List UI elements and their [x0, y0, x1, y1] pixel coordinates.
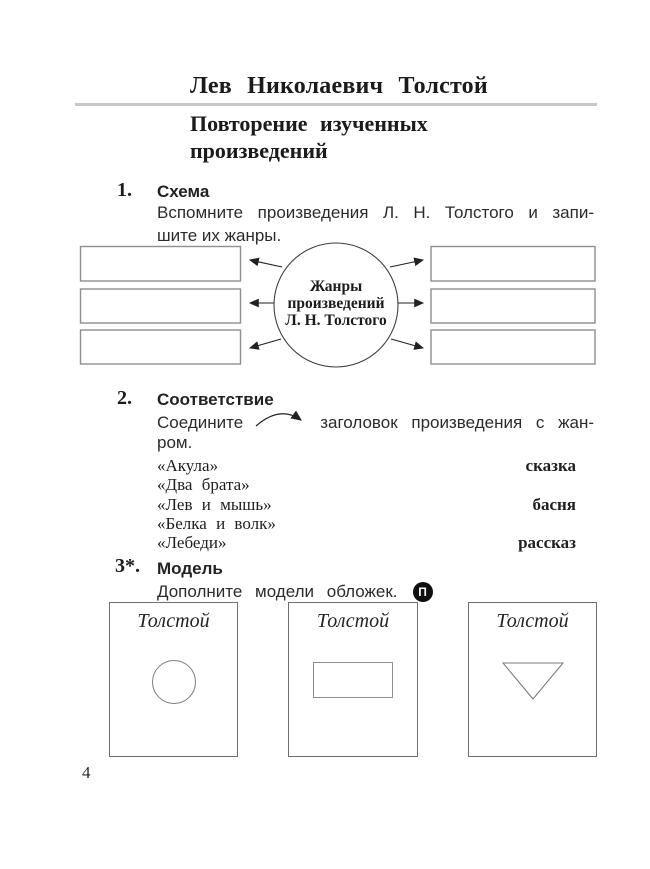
cover-author: Толстой — [316, 610, 390, 632]
diagram-center-text-line3: Л. Н. Толстого — [285, 312, 387, 329]
genre-label: сказка — [525, 456, 576, 475]
matching-list: «Акула» сказка «Два брата» «Лев и мышь» … — [157, 456, 576, 552]
task1-instruction-line1: Вспомните произведения Л. Н. Толстого и … — [157, 203, 594, 222]
list-item: «Лев и мышь» басня — [157, 495, 576, 514]
cover-shape-circle — [151, 660, 196, 704]
page-subtitle-line2: произведений — [190, 138, 328, 163]
task2-heading: Соответствие — [157, 390, 274, 409]
task3-heading: Модель — [157, 559, 223, 578]
book-cover-model-1: Толстой — [109, 602, 238, 757]
task3-number: 3*. — [115, 555, 140, 577]
task1-heading: Схема — [157, 182, 210, 201]
book-cover-model-3: Толстой — [468, 602, 597, 757]
genre-label: рассказ — [518, 533, 576, 553]
task2-instruction-line1: Соедините заголовок произведения с жан- — [157, 410, 594, 435]
diagram-arrow-right-top — [389, 257, 425, 268]
work-title: «Акула» — [157, 456, 219, 475]
diagram-center-text-line1: Жанры — [310, 278, 362, 295]
list-item: «Два брата» — [157, 475, 576, 494]
list-item: «Акула» сказка — [157, 456, 576, 475]
list-item: «Лебеди» рассказ — [157, 533, 576, 552]
page-subtitle: Повторение изученных произведений — [190, 110, 428, 164]
answer-box-right-3 — [430, 329, 596, 365]
genre-diagram: Жанры произведений Л. Н. Толстого — [79, 242, 596, 368]
page-subtitle-line1: Повторение изученных — [190, 111, 428, 136]
diagram-arrow-right-bottom — [390, 338, 425, 350]
list-item: «Белка и волк» — [157, 514, 576, 533]
genre-label: басня — [532, 494, 576, 514]
diagram-arrow-left-top — [248, 257, 283, 268]
curved-arrow-icon — [253, 410, 311, 435]
answer-box-left-3 — [79, 329, 242, 365]
diagram-center-circle — [273, 242, 399, 368]
page-title: Лев Николаевич Толстой — [190, 73, 488, 99]
cover-author: Толстой — [137, 610, 210, 632]
task2-instruction-line2: ром. — [157, 433, 193, 452]
work-title: «Белка и волк» — [157, 513, 276, 533]
work-title: «Лебеди» — [157, 533, 227, 553]
task3-instruction-row: Дополните модели обложек. П — [157, 582, 433, 602]
badge-p-icon: П — [412, 582, 433, 602]
book-cover-model-2: Толстой — [288, 602, 418, 757]
task1-instruction: Вспомните произведения Л. Н. Толстого и … — [157, 202, 594, 247]
task2-number: 2. — [117, 387, 132, 409]
cover-shape-triangle — [501, 662, 564, 706]
task1-number: 1. — [117, 179, 132, 201]
diagram-arrow-left-bottom — [248, 338, 282, 350]
task2-instruction-before-arrow: Соедините — [157, 412, 244, 432]
page-number: 4 — [82, 763, 91, 782]
answer-box-right-1 — [430, 245, 596, 282]
work-title: «Лев и мышь» — [157, 494, 272, 514]
title-divider — [75, 103, 597, 106]
task1-instruction-line2: шите их жанры. — [157, 225, 282, 245]
diagram-center-text-line2: произведений — [287, 295, 384, 312]
answer-box-left-1 — [79, 245, 242, 282]
cover-shape-rectangle — [313, 662, 393, 698]
answer-box-left-2 — [79, 288, 242, 324]
task3-instruction: Дополните модели обложек. — [157, 582, 398, 601]
cover-author: Толстой — [496, 610, 569, 632]
task2-instruction-after-arrow: заголовок произведения с жан- — [320, 412, 594, 432]
answer-box-right-2 — [430, 288, 596, 324]
work-title: «Два брата» — [157, 475, 250, 495]
